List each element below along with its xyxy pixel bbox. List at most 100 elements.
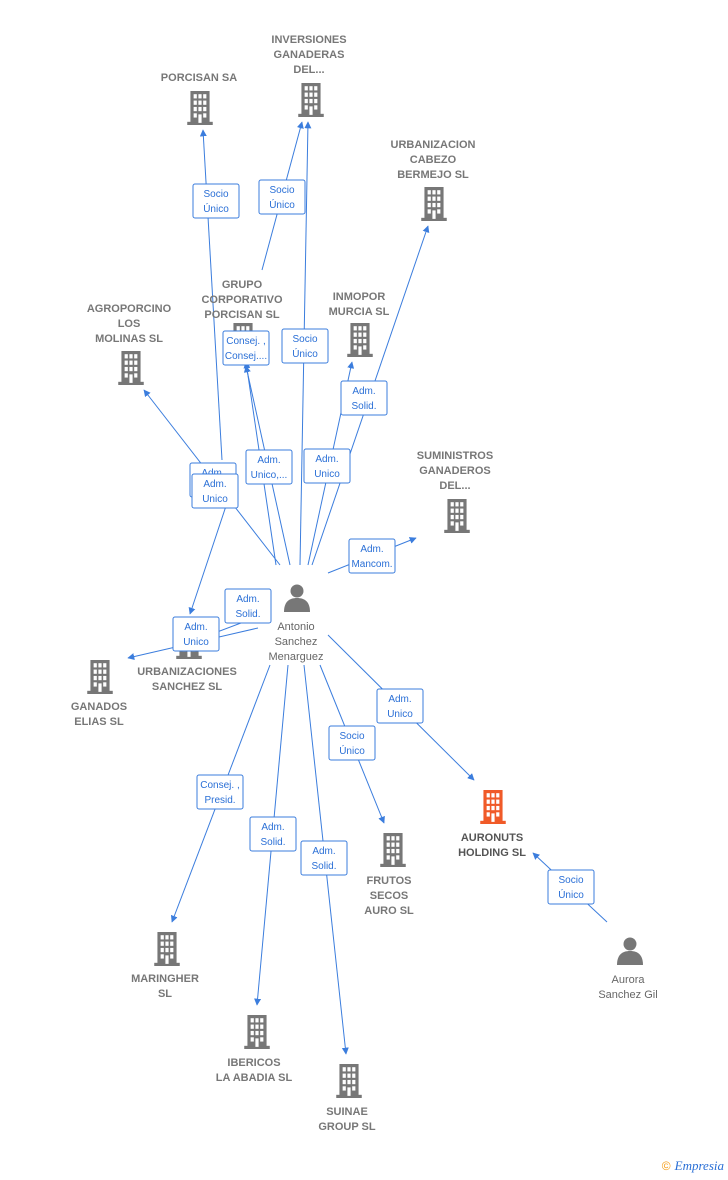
node-ibericos[interactable]: IBERICOS LA ABADIA SL [216,1015,293,1084]
edge-label-box [376,688,424,724]
edge-label-text: Adm. [261,822,284,833]
edge-label-box [258,179,306,215]
edge-label-box [172,616,220,652]
node-label: MARINGHER [131,973,199,985]
node-label: LOS [118,318,141,330]
node-agroporcino[interactable]: AGROPORCINO LOS MOLINAS SL [87,303,172,385]
node-label: Antonio [277,621,314,633]
node-label: MOLINAS SL [95,333,163,345]
edge-label-text: Adm. [236,594,259,605]
node-label: MURCIA SL [329,306,390,318]
edge-label-5[interactable]: Adm.Unico [303,448,351,484]
node-label: IBERICOS [227,1057,280,1069]
node-label: INMOPOR [333,291,386,303]
node-inversiones[interactable]: INVERSIONESGANADERASDEL... [271,34,347,117]
edge-label-text: Presid. [204,795,235,806]
edge-label-text: Socio [292,334,317,345]
node-grupo[interactable]: GRUPO CORPORATIVO PORCISAN SL [201,279,283,357]
node-label: CORPORATIVO [201,294,283,306]
node-maringher[interactable]: MARINGHER SL [131,932,199,1000]
edge-label-text: Único [292,347,318,360]
building-icon [118,351,144,385]
node-label: INVERSIONES [271,34,346,46]
edge-label-text: Socio [269,185,294,196]
edge-label-15[interactable]: Adm.Solid. [300,840,348,876]
edge-label-text: Solid. [311,861,336,872]
edge-label-14[interactable]: Adm. Solid. [249,816,297,852]
edge-label-2[interactable]: Consej. ,Consej.... [222,330,270,366]
node-label: GANADOS [71,701,127,713]
edge-label-10[interactable]: Adm.Unico [191,473,239,509]
edge-label-text: Consej.... [225,351,267,362]
edge-label-text: Unico [387,709,413,720]
node-label: GRUPO [222,279,263,291]
person-icon [284,584,310,612]
edge-label-box [300,840,348,876]
empresia-logo: Empresia [674,1158,724,1173]
edge-label-box [340,380,388,416]
edge-label-text: Socio [558,875,583,886]
node-label: HOLDING SL [458,847,526,859]
node-ganados[interactable]: GANADOS ELIAS SL [71,660,127,728]
node-label: AURONUTS [461,832,523,844]
edge-label-text: Unico [314,469,340,480]
edge-label-text: Adm. [184,622,207,633]
node-auronuts[interactable]: AURONUTS HOLDING SL [458,790,526,859]
edge-label-text: Único [269,198,295,211]
node-label: PORCISAN SL [204,309,279,321]
edge-label-text: Adm. [203,479,226,490]
edge-label-box [328,725,376,761]
node-porcisan[interactable]: PORCISAN SA [161,72,237,125]
building-icon [336,1064,362,1098]
footer-brand[interactable]: ©Empresia [662,1158,724,1174]
edge-label-8[interactable]: Adm.Mancom. [348,538,396,574]
node-label: SUINAE [326,1106,368,1118]
edge-label-text: Solid. [235,609,260,620]
building-icon [87,660,113,694]
edge-label-text: Solid. [260,837,285,848]
building-icon [380,833,406,867]
edge-label-11[interactable]: Adm.Unico [172,616,220,652]
node-label: LA ABADIA SL [216,1072,293,1084]
edge-label-9[interactable]: Adm. Solid. [224,588,272,624]
edge-label-text: Unico,... [251,470,288,481]
person-icon [617,937,643,965]
edge-label-box [196,774,244,810]
node-label: Menarguez [268,651,323,663]
edge-label-box [303,448,351,484]
node-label: FRUTOS [366,875,411,887]
building-icon [154,932,180,966]
edge-label-text: Solid. [351,401,376,412]
edge-label-text: Socio [203,189,228,200]
node-label: SL [158,988,172,1000]
edge-label-text: Adm. [360,544,383,555]
building-icon [244,1015,270,1049]
edge-label-4[interactable]: Adm.Solid. [340,380,388,416]
node-label: ELIAS SL [74,716,124,728]
building-icon [421,187,447,221]
edge-label-6[interactable]: Adm.Unico,... [245,449,293,485]
node-suministros[interactable]: SUMINISTROSGANADEROSDEL... [417,450,493,533]
node-inmopor[interactable]: INMOPOR MURCIA SL [329,291,390,357]
node-label: Aurora [611,974,645,986]
copyright-icon: © [661,1159,671,1173]
edge-label-12[interactable]: Adm.Unico [376,688,424,724]
edge-label-text: Socio [339,731,364,742]
node-label: AGROPORCINO [87,303,172,315]
edge-label-13[interactable]: Consej. ,Presid. [196,774,244,810]
edge-label-text: Único [558,888,584,901]
